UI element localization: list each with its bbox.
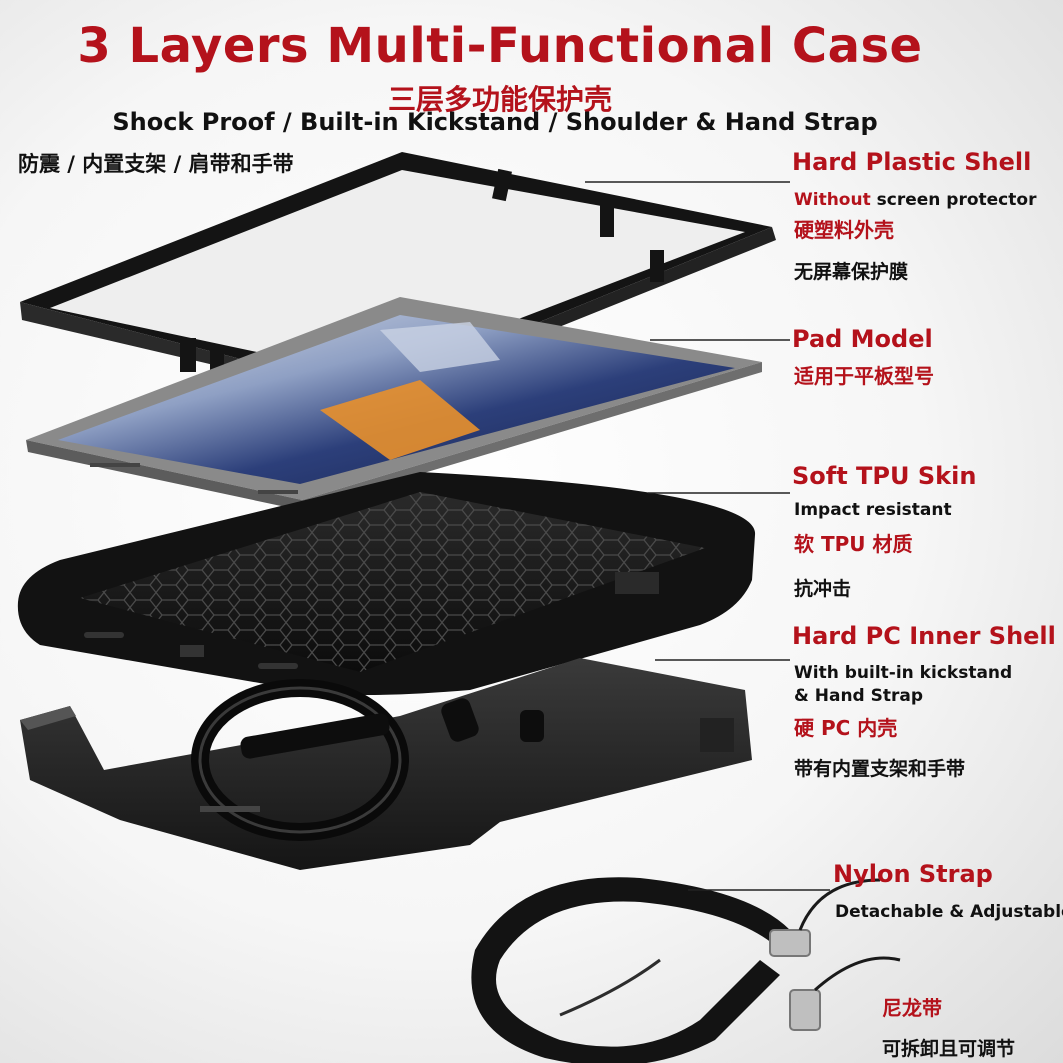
callout-lines <box>585 181 830 891</box>
callout-hard-plastic-desc-highlight: Without <box>794 190 871 210</box>
callout-pc-cn-desc: 带有内置支架和手带 <box>794 758 966 780</box>
callout-hard-plastic-desc: Without screen protector <box>794 190 1036 210</box>
callout-tpu-cn-title: 软 TPU 材质 <box>794 532 913 556</box>
soft-tpu-skin <box>17 472 756 695</box>
callout-tpu-desc: Impact resistant <box>794 500 952 520</box>
callout-hard-plastic-cn-title: 硬塑料外壳 <box>794 218 894 242</box>
callout-pc-cn-title: 硬 PC 内壳 <box>794 716 898 740</box>
callout-strap-desc: Detachable & Adjustable <box>835 902 1063 922</box>
hard-pc-inner-shell <box>20 658 752 870</box>
callout-strap-title: Nylon Strap <box>833 860 993 888</box>
page-title: 3 Layers Multi-Functional Case <box>77 18 923 74</box>
tablet-device <box>26 297 762 510</box>
callout-pc-title: Hard PC Inner Shell <box>792 622 1056 650</box>
callout-hard-plastic-desc-rest: screen protector <box>870 190 1037 210</box>
callout-tpu-title: Soft TPU Skin <box>792 462 977 490</box>
callout-tpu-cn-desc: 抗冲击 <box>794 578 852 600</box>
callout-pc-desc-line2: & Hand Strap <box>794 686 924 706</box>
callout-pc-desc-line1: With built-in kickstand <box>794 663 1013 683</box>
callout-hard-plastic-title: Hard Plastic Shell <box>792 148 1032 176</box>
callout-pad-cn-title: 适用于平板型号 <box>794 364 934 388</box>
features-line: Shock Proof / Built-in Kickstand / Shoul… <box>112 108 878 136</box>
nylon-strap <box>471 877 901 1063</box>
features-line-cn: 防震 / 内置支架 / 肩带和手带 <box>18 152 294 176</box>
callout-strap-cn-title: 尼龙带 <box>882 996 942 1020</box>
callout-strap-cn-desc: 可拆卸且可调节 <box>882 1038 1016 1060</box>
callout-pad-title: Pad Model <box>792 325 933 353</box>
callout-hard-plastic-cn-desc: 无屏幕保护膜 <box>794 261 909 283</box>
page-subtitle-cn: 三层多功能保护壳 <box>387 83 612 116</box>
